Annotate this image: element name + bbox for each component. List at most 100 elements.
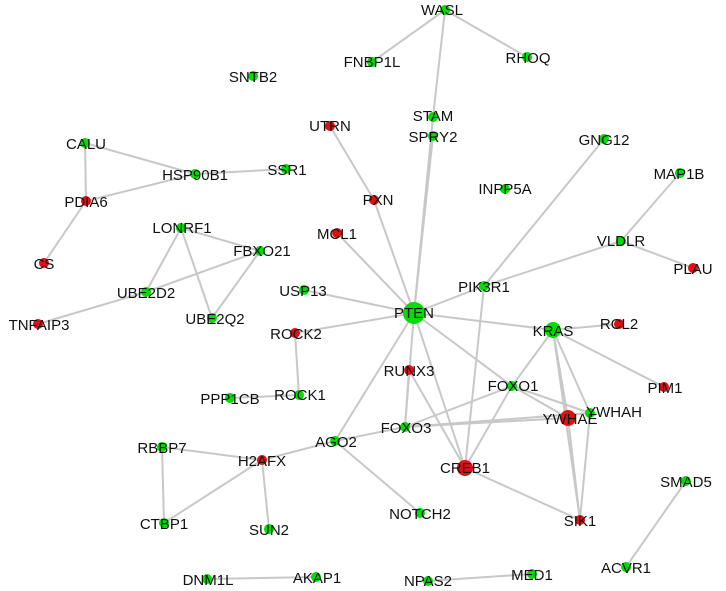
node-label-ywhah: YWHAH — [586, 404, 642, 421]
edge-pten-kras — [413, 312, 554, 331]
edge-lonrf1-fbxo21 — [180, 227, 261, 252]
edge-npas2-med1 — [427, 573, 533, 582]
edge-pik3r1-vldlr — [483, 240, 622, 287]
node-ube2q2 — [207, 313, 217, 323]
edge-pten-mcl1 — [336, 232, 415, 314]
edge-calu-hsp90b1 — [84, 142, 196, 175]
edge-foxo1-ywhah — [511, 385, 591, 414]
node-spry2 — [428, 131, 438, 141]
node-kras — [545, 322, 561, 338]
node-foxo1 — [507, 381, 517, 391]
edge-vldlr-plau — [620, 240, 694, 269]
node-label-rbbp7: RBBP7 — [137, 440, 186, 457]
edge-dnm1l-akap1 — [206, 576, 317, 580]
node-label-kras: KRAS — [533, 323, 574, 340]
node-label-akap1: AKAP1 — [293, 570, 341, 587]
edge-ywhae-sik1 — [567, 417, 581, 521]
node-sntb2 — [248, 71, 258, 81]
node-label-pdia6: PDIA6 — [64, 194, 107, 211]
edge-rock2-rock1 — [294, 332, 300, 396]
edge-pten-foxo1 — [413, 312, 513, 387]
node-label-wasl: WASL — [421, 2, 463, 19]
node-label-lonrf1: LONRF1 — [152, 220, 211, 237]
node-utrn — [325, 121, 335, 131]
node-dnm1l — [202, 574, 212, 584]
edge-foxo1-foxo3 — [404, 385, 513, 428]
node-label-rock2: ROCK2 — [270, 326, 322, 343]
node-rock2 — [290, 328, 300, 338]
edge-h2afx-sun2 — [261, 459, 270, 530]
node-label-rhoq: RHOQ — [506, 50, 551, 67]
node-label-foxo3: FOXO3 — [381, 420, 432, 437]
edge-pten-usp13 — [303, 289, 415, 314]
node-label-tnfaip3: TNFAIP3 — [9, 317, 70, 334]
edge-vldlr-map1b — [620, 172, 681, 242]
node-label-gng12: GNG12 — [579, 132, 630, 149]
node-sik1 — [575, 515, 585, 525]
edge-fbxo21-ube2d2 — [145, 250, 261, 293]
node-label-pxn: PXN — [363, 192, 394, 209]
edge-kras-foxo1 — [511, 329, 554, 387]
node-label-rcl2: RCL2 — [600, 316, 638, 333]
edge-ube2d2-tnfaip3 — [37, 291, 147, 325]
node-lonrf1 — [176, 223, 186, 233]
node-notch2 — [415, 508, 425, 518]
edge-utrn-pxn — [329, 125, 375, 201]
edge-wasl-stam — [432, 9, 446, 118]
node-calu — [80, 138, 90, 148]
node-label-ube2d2: UBE2D2 — [117, 285, 175, 302]
node-label-acvr1: ACVR1 — [601, 560, 651, 577]
node-label-fbxo21: FBXO21 — [233, 243, 291, 260]
edge-kras-ywhah — [552, 329, 591, 414]
node-label-pten: PTEN — [394, 305, 434, 322]
node-fbxo21 — [255, 246, 265, 256]
edge-pten-ago2 — [334, 312, 415, 442]
edge-kras-rcl2 — [552, 323, 620, 331]
node-label-npas2: NPAS2 — [404, 573, 452, 590]
edge-calu-pdia6 — [84, 142, 87, 202]
node-acvr1 — [621, 562, 631, 572]
node-label-pim1: PIM1 — [647, 380, 682, 397]
node-label-usp13: USP13 — [279, 283, 327, 300]
node-label-vldlr: VLDLR — [597, 233, 646, 250]
node-label-h2afx: H2AFX — [238, 453, 286, 470]
node-label-dnm1l: DNM1L — [183, 572, 234, 589]
edge-h2afx-rbbp7 — [161, 446, 263, 461]
node-fnbp1l — [367, 57, 377, 67]
node-runx3 — [404, 365, 414, 375]
node-ssr1 — [281, 164, 291, 174]
edge-wasl-fnbp1l — [371, 9, 446, 63]
node-wasl — [440, 5, 450, 15]
edge-rbbp7-ctbp1 — [161, 446, 165, 524]
node-label-med1: MED1 — [511, 567, 553, 584]
node-foxo3 — [400, 422, 410, 432]
node-label-cs: CS — [34, 256, 55, 273]
node-label-spry2: SPRY2 — [409, 129, 458, 146]
node-rhoq — [522, 52, 532, 62]
node-vldlr — [616, 236, 626, 246]
node-label-fnbp1l: FNBP1L — [344, 54, 401, 71]
node-label-map1b: MAP1B — [654, 166, 705, 183]
node-label-foxo1: FOXO1 — [488, 378, 539, 395]
edge-pik3r1-creb1 — [464, 285, 485, 469]
node-pik3r1 — [479, 281, 489, 291]
edge-runx3-creb1 — [408, 369, 466, 469]
edge-pxn-pten — [373, 199, 415, 314]
node-label-creb1: CREB1 — [440, 460, 490, 477]
edge-pten-pik3r1 — [413, 285, 485, 314]
node-rbbp7 — [157, 442, 167, 452]
node-pxn — [369, 195, 379, 205]
node-smad5 — [681, 476, 691, 486]
edge-smad5-acvr1 — [625, 480, 687, 568]
node-label-notch2: NOTCH2 — [389, 506, 451, 523]
node-ctbp1 — [159, 518, 169, 528]
edge-foxo1-ywhae — [511, 385, 569, 419]
node-label-ywhae: YWHAE — [542, 411, 597, 428]
node-label-ube2q2: UBE2Q2 — [185, 311, 244, 328]
node-label-inpp5a: INPP5A — [478, 181, 531, 198]
node-hsp90b1 — [190, 169, 200, 179]
node-label-mcl1: MCL1 — [317, 226, 357, 243]
edge-hsp90b1-ssr1 — [194, 168, 287, 175]
